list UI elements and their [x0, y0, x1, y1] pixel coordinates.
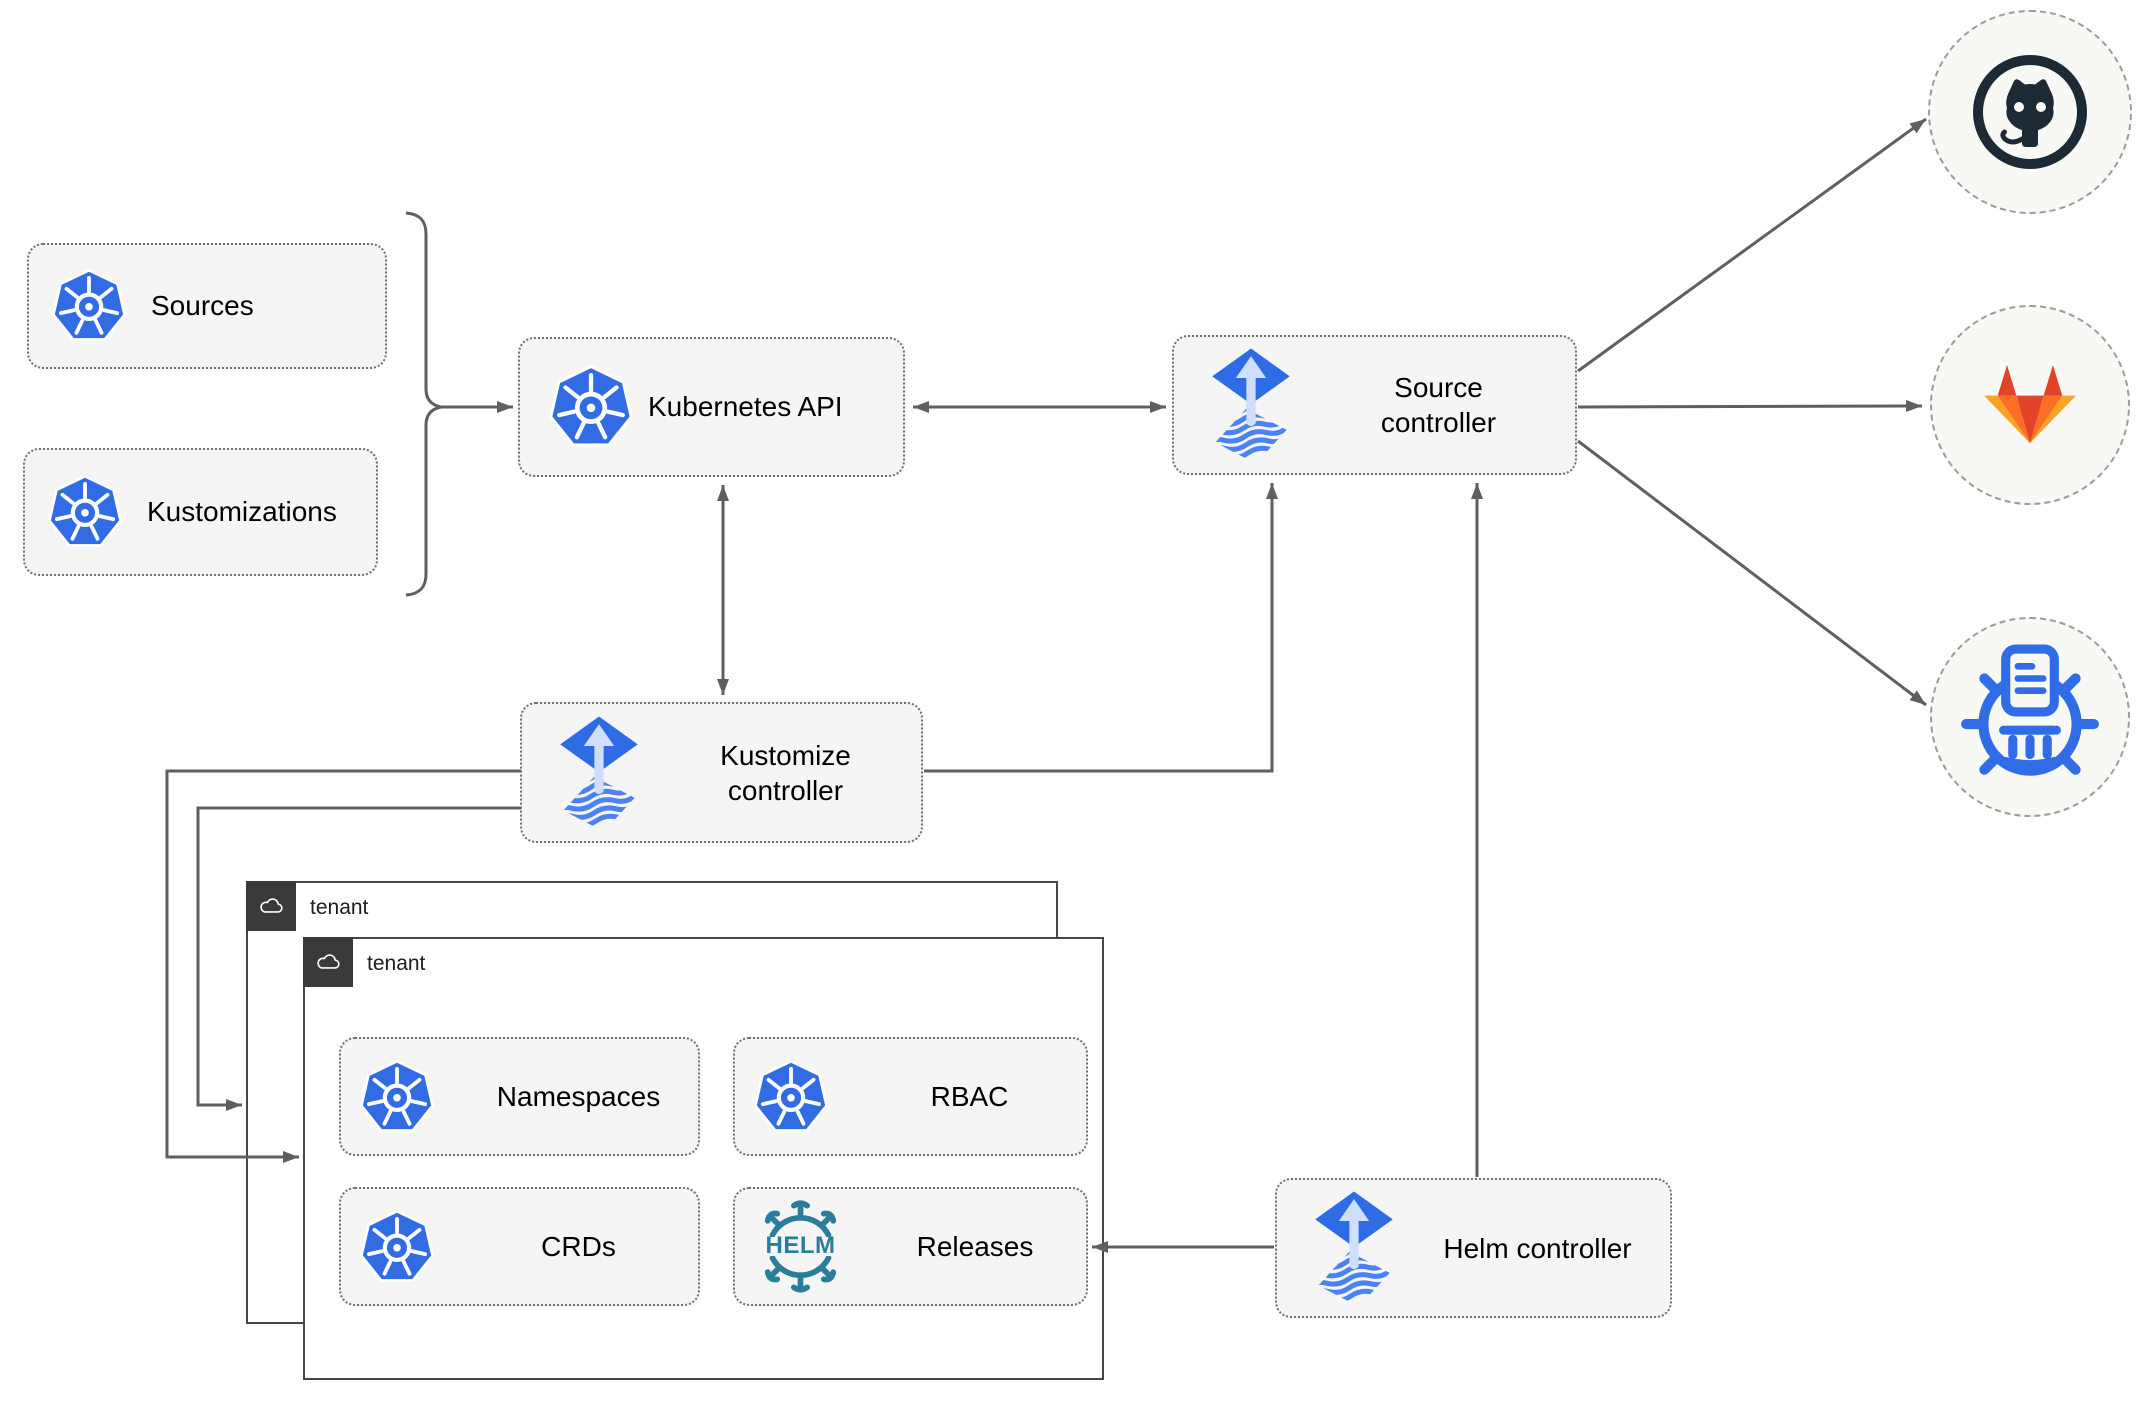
kubernetes-icon	[51, 267, 127, 345]
sources-node: Sources	[27, 243, 387, 369]
arrow-sourcectrl-to-chartregistry	[1577, 439, 1927, 707]
releases-label: Releases	[916, 1230, 1034, 1262]
kubernetes-api-node: Kubernetes API	[518, 337, 905, 477]
kustomizations-node: Kustomizations	[23, 448, 378, 576]
kubernetes-icon	[359, 1208, 435, 1286]
releases-node: HELM Releases	[733, 1187, 1088, 1306]
arrow-sourcectrl-to-gitlab	[1577, 400, 1923, 413]
kubernetes-icon	[548, 364, 634, 450]
kubernetes-api-label: Kubernetes API	[648, 391, 843, 422]
brace-sources-kustomizations	[405, 211, 442, 597]
crds-label: CRDs	[541, 1230, 616, 1262]
namespaces-node: Namespaces	[339, 1037, 700, 1156]
kubernetes-icon	[47, 473, 123, 551]
tenant-label: tenant	[310, 896, 369, 919]
sources-label: Sources	[151, 290, 254, 321]
rbac-label: RBAC	[930, 1080, 1009, 1112]
github-target	[1928, 10, 2132, 214]
gitlab-target	[1930, 305, 2130, 505]
gitlab-icon	[1979, 358, 2081, 452]
chart-registry-target	[1930, 617, 2130, 817]
tenant-label: tenant	[367, 952, 426, 975]
flux-icon	[556, 714, 642, 832]
helm-icon: HELM	[753, 1199, 848, 1294]
kubernetes-icon	[359, 1058, 435, 1136]
tenant-header	[245, 880, 296, 931]
kustomize-controller-label: Kustomize controller	[720, 739, 851, 806]
arrow-kustomizectrl-to-sourcectrl	[924, 483, 1278, 773]
flux-icon	[1311, 1189, 1397, 1307]
cloud-icon	[257, 896, 285, 916]
cloud-icon	[314, 952, 342, 972]
namespaces-label: Namespaces	[496, 1080, 661, 1112]
rbac-node: RBAC	[733, 1037, 1088, 1156]
source-controller-label: Source controller	[1380, 372, 1497, 438]
kustomize-controller-node: Kustomize controller	[520, 702, 923, 843]
helm-controller-node: Helm controller	[1275, 1178, 1672, 1318]
arrow-sourcectrl-to-github	[1577, 117, 1927, 373]
github-icon	[1969, 51, 2091, 173]
helm-controller-label: Helm controller	[1443, 1232, 1632, 1264]
tenant-header	[302, 936, 353, 987]
kubernetes-icon	[753, 1058, 829, 1136]
helm-wordmark: HELM	[765, 1231, 836, 1259]
crds-node: CRDs	[339, 1187, 700, 1306]
flux-icon	[1208, 346, 1294, 464]
chartmuseum-icon	[1954, 641, 2106, 793]
kustomizations-label: Kustomizations	[147, 496, 337, 527]
tenant-group-front: tenant	[302, 936, 1104, 1380]
source-controller-node: Source controller	[1172, 335, 1577, 475]
